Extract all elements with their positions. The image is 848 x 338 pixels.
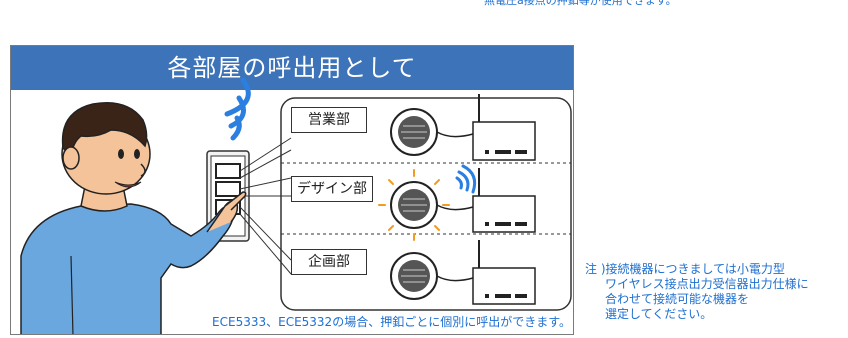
panel-title: 各部屋の呼出用として bbox=[11, 46, 573, 90]
receiver-device-icon bbox=[436, 240, 536, 305]
receiver-device-icon bbox=[436, 168, 536, 233]
speaker-icon bbox=[390, 108, 438, 156]
room-label-design: デザイン部 bbox=[291, 176, 373, 202]
wireless-wave-icon bbox=[455, 164, 477, 194]
speaker-icon bbox=[390, 252, 438, 300]
ringing-rays-icon bbox=[378, 169, 450, 241]
receiver-device-icon bbox=[436, 94, 536, 161]
side-note-line: 注 )接続機器につきましては小電力型 bbox=[585, 262, 785, 276]
illustration-panel: 各部屋の呼出用として bbox=[10, 45, 574, 335]
side-note: 注 )接続機器につきましては小電力型 ワイヤレス接点出力受信器出力仕様に 合わせ… bbox=[585, 262, 847, 322]
call-button bbox=[215, 163, 241, 179]
connector-lines bbox=[239, 137, 292, 275]
speaker-icon bbox=[390, 181, 438, 229]
side-note-line: 合わせて接続可能な機器を bbox=[605, 292, 750, 306]
scene-illustration bbox=[20, 77, 572, 334]
room-label-planning: 企画部 bbox=[291, 249, 367, 275]
room-label-sales: 営業部 bbox=[291, 107, 367, 133]
side-note-line: 選定してください。 bbox=[605, 307, 713, 321]
side-note-line: ワイヤレス接点出力受信器出力仕様に bbox=[605, 277, 809, 291]
wireless-wave-icon bbox=[224, 77, 251, 141]
panel-caption: ECE5333、ECE5332の場合、押釦ごとに個別に呼出ができます。 bbox=[212, 315, 571, 329]
call-button bbox=[215, 181, 241, 197]
top-note: 無電圧a接点の押釦等が使用できます。 bbox=[484, 0, 677, 7]
person-illustration bbox=[20, 102, 247, 334]
